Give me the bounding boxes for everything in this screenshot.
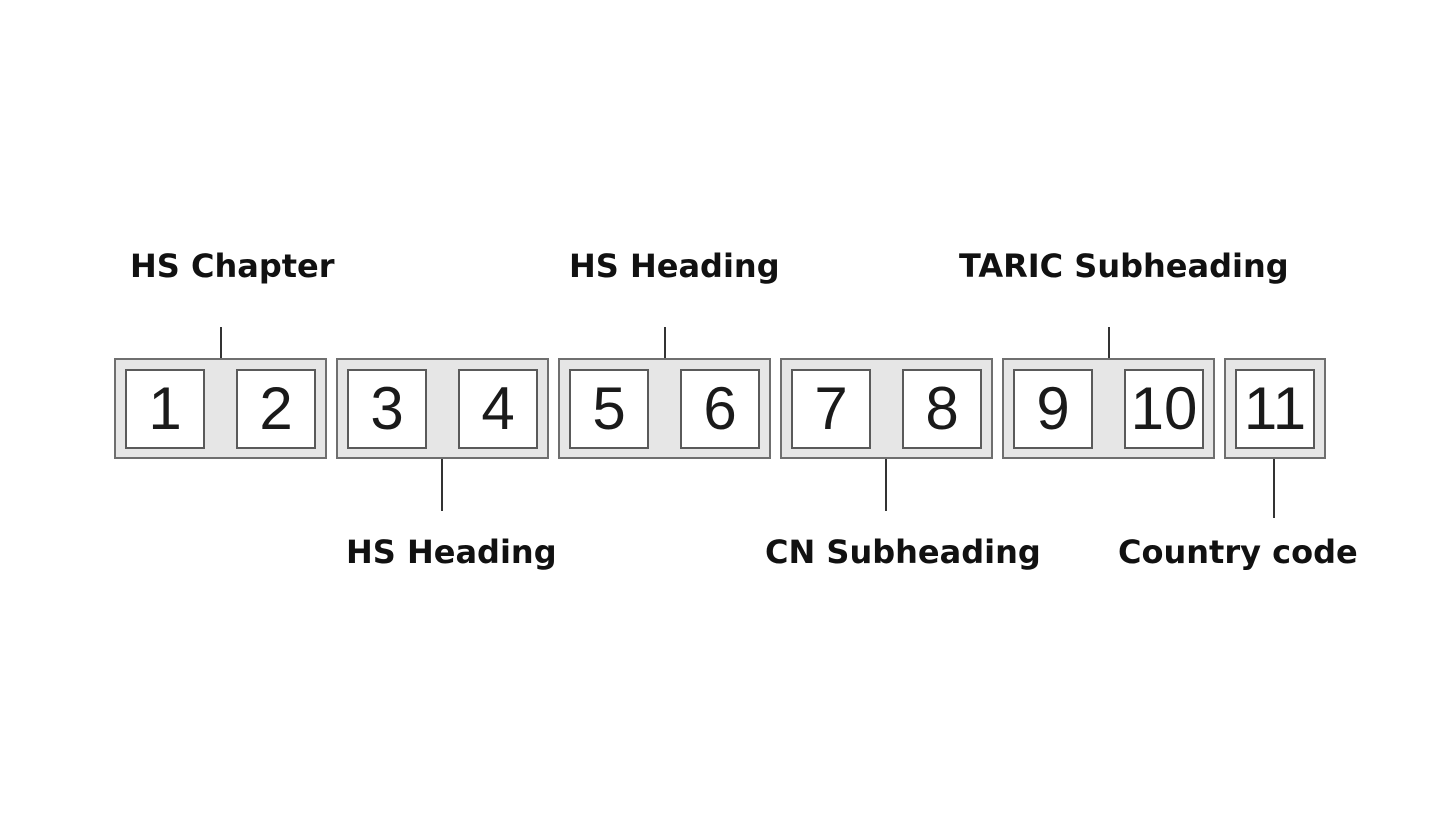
connector-country-code [1273,459,1275,518]
digit-cell: 8 [902,369,982,449]
digit-cell: 1 [125,369,205,449]
digit-cell: 5 [569,369,649,449]
label-hs-heading-top: HS Heading [569,247,780,285]
connector-hs-heading-top [664,327,666,358]
digit-cell: 10 [1124,369,1204,449]
digit-cell: 9 [1013,369,1093,449]
connector-taric-subheading [1108,327,1110,358]
label-hs-heading-bottom: HS Heading [346,533,557,571]
digit-cell: 3 [347,369,427,449]
digit-cell: 4 [458,369,538,449]
digit-cell: 11 [1235,369,1315,449]
label-taric-subheading: TARIC Subheading [959,247,1289,285]
digit-cell: 7 [791,369,871,449]
label-hs-chapter: HS Chapter [130,247,335,285]
connector-cn-subheading [885,459,887,511]
digit-cell: 6 [680,369,760,449]
digit-cell: 2 [236,369,316,449]
connector-hs-chapter [220,327,222,358]
label-cn-subheading: CN Subheading [765,533,1041,571]
connector-hs-heading-bottom [441,459,443,511]
label-country-code: Country code [1118,533,1358,571]
